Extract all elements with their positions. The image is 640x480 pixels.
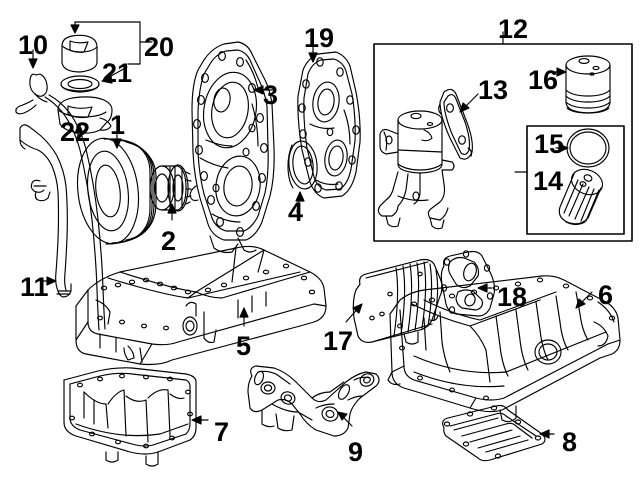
engine-oil-cooler-part [352,258,443,345]
callout-2-leader [167,203,177,221]
callout-label-2: 2 [161,226,177,256]
callout-15-leader [555,143,569,153]
callout-label-8: 8 [562,427,578,457]
callout-10-leader [28,49,38,69]
callout-label-14: 14 [533,166,564,196]
upper-oil-pan-part [75,245,327,366]
callout-13-leader [459,93,479,113]
oil-filter-housing-assembly-box [373,31,633,242]
rear-timing-cover-part [297,51,361,199]
callout-label-10: 10 [18,30,49,60]
callout-label-1: 1 [110,110,126,140]
callout-19-leader [308,43,318,63]
callout-label-11: 11 [20,272,49,302]
callout-label-19: 19 [304,23,335,53]
callout-label-22: 22 [60,117,91,147]
callout-label-6: 6 [598,280,614,310]
oil-filter-element-part [558,168,604,226]
callout-label-15: 15 [534,129,565,159]
callout-20-bracket [70,21,153,65]
oil-cooler-gasket-part [440,250,496,317]
callout-label-17: 17 [323,326,354,356]
crankshaft-pulley-part [76,137,157,245]
oil-filter-cap-part [565,55,611,114]
crankshaft-front-seal-part [287,140,318,190]
callout-label-16: 16 [528,65,559,95]
callout-11-leader [39,276,57,286]
oil-filter-kit-box [514,125,625,235]
callout-label-20: 20 [144,32,175,62]
callout-label-13: 13 [478,75,509,105]
callout-label-5: 5 [236,331,252,361]
callout-6-leader [575,291,593,309]
callout-label-21: 21 [102,58,133,88]
dipstick-guide-tube-part [19,124,72,298]
crankshaft-hub-part [149,164,192,212]
callout-4-leader [295,191,305,213]
oil-pan-sump-part [63,367,197,467]
callout-7-leader [191,415,209,425]
oil-filler-cap-seal-part [60,75,100,93]
callout-label-12: 12 [498,14,529,44]
callout-label-4: 4 [288,197,304,227]
callout-3-leader [253,85,273,95]
callout-21-leader [101,66,128,84]
callout-9-leader [337,411,353,427]
callout-5-leader [239,307,249,327]
callout-label-18: 18 [497,282,528,312]
oil-pan-baffle-part [442,404,546,462]
callout-label-7: 7 [214,417,230,447]
oil-filter-housing-body [377,110,455,230]
callout-label-9: 9 [348,437,364,467]
callout-18-leader [477,283,493,293]
lower-oil-pan-part [387,275,621,423]
callout-label-3: 3 [263,80,279,110]
callout-16-leader [551,67,567,77]
oil-filler-cap-part [61,34,98,73]
callout-1-leader [112,129,122,149]
callout-8-leader [539,429,555,439]
oil-filter-housing-gasket-part [438,88,473,160]
callout-17-leader [345,303,363,323]
engine-mount-bracket-part [247,365,380,437]
front-timing-cover-part [189,41,275,254]
